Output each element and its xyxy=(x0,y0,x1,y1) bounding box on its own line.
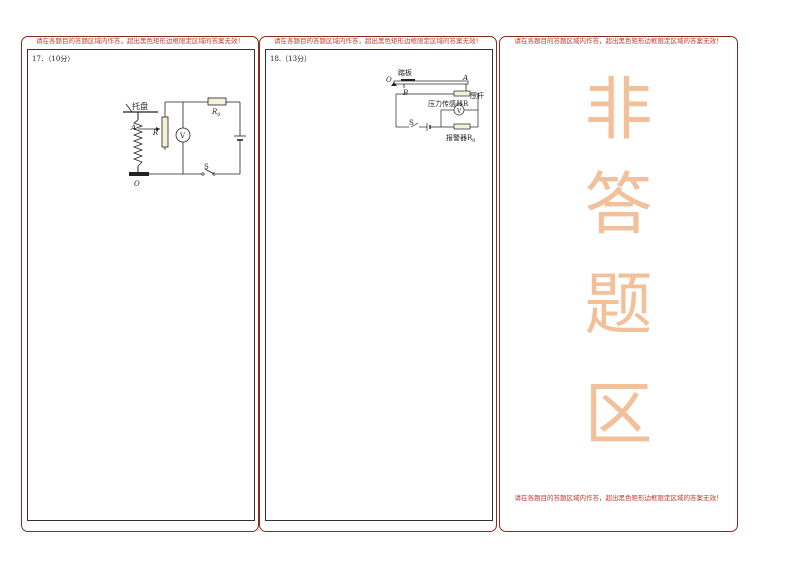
voltmeter-label: V xyxy=(179,132,186,140)
circuit-diagram-q17: 托盘 O A R R0 xyxy=(123,97,246,188)
non-answer-char-1: 非 xyxy=(584,71,653,150)
answer-box-q17[interactable]: 17．（10分） 托盘 O A R R0 xyxy=(27,49,255,521)
resistor-r-label: R xyxy=(152,129,159,137)
answer-panel-q17: 请在各题目的答题区域内作答，超出黑色矩形边框限定区域的答案无效！ 17．（10分… xyxy=(21,36,259,532)
alarm-label: 报警器R0 xyxy=(446,133,475,144)
panel-notice: 请在各题目的答题区域内作答，超出黑色矩形边框限定区域的答案无效！ xyxy=(36,37,244,45)
voltmeter-label: V xyxy=(456,108,462,115)
circuit-diagram-q18: 踏板 O A B 压杆 压力传感器R V xyxy=(386,68,484,144)
sensor-label: 压力传感器R xyxy=(428,99,469,108)
panel-notice: 请在各题目的答题区域内作答，超出黑色矩形边框限定区域的答案无效！ xyxy=(274,37,482,45)
answer-box-q18[interactable]: 18.（13分） 踏板 O A B 压杆 压力传感器R V xyxy=(265,49,493,521)
non-answer-char-4: 区 xyxy=(584,376,653,455)
non-answer-panel: 请在各题目的答题区域内作答，超出黑色矩形边框限定区域的答案无效！ 非 答 题 区… xyxy=(499,36,738,532)
switch-label: S xyxy=(409,119,414,127)
point-b-label: B xyxy=(402,89,408,97)
answer-panel-q18: 请在各题目的答题区域内作答，超出黑色矩形边框限定区域的答案无效！ 18.（13分… xyxy=(259,36,497,532)
resistor-r0-label: R0 xyxy=(211,108,221,118)
point-o-label: O xyxy=(386,76,392,84)
point-o-label: O xyxy=(134,180,140,188)
switch-label: S xyxy=(204,163,209,171)
lever-label: 压杆 xyxy=(470,91,484,100)
panel-notice: 请在各题目的答题区域内作答，超出黑色矩形边框限定区域的答案无效！ xyxy=(514,37,723,45)
question-label: 18.（13分） xyxy=(270,55,312,63)
point-a-label: A xyxy=(130,124,136,132)
question-label: 17．（10分） xyxy=(32,55,75,63)
point-a-label: A xyxy=(462,74,468,82)
non-answer-char-2: 答 xyxy=(584,166,653,245)
non-answer-char-3: 题 xyxy=(584,266,653,345)
footer-notice: 请在各题目的答题区域内作答，超出黑色矩形边框限定区域的答案无效！ xyxy=(514,494,723,502)
tray-label: 托盘 xyxy=(132,101,148,111)
pedal-label: 踏板 xyxy=(398,68,412,77)
